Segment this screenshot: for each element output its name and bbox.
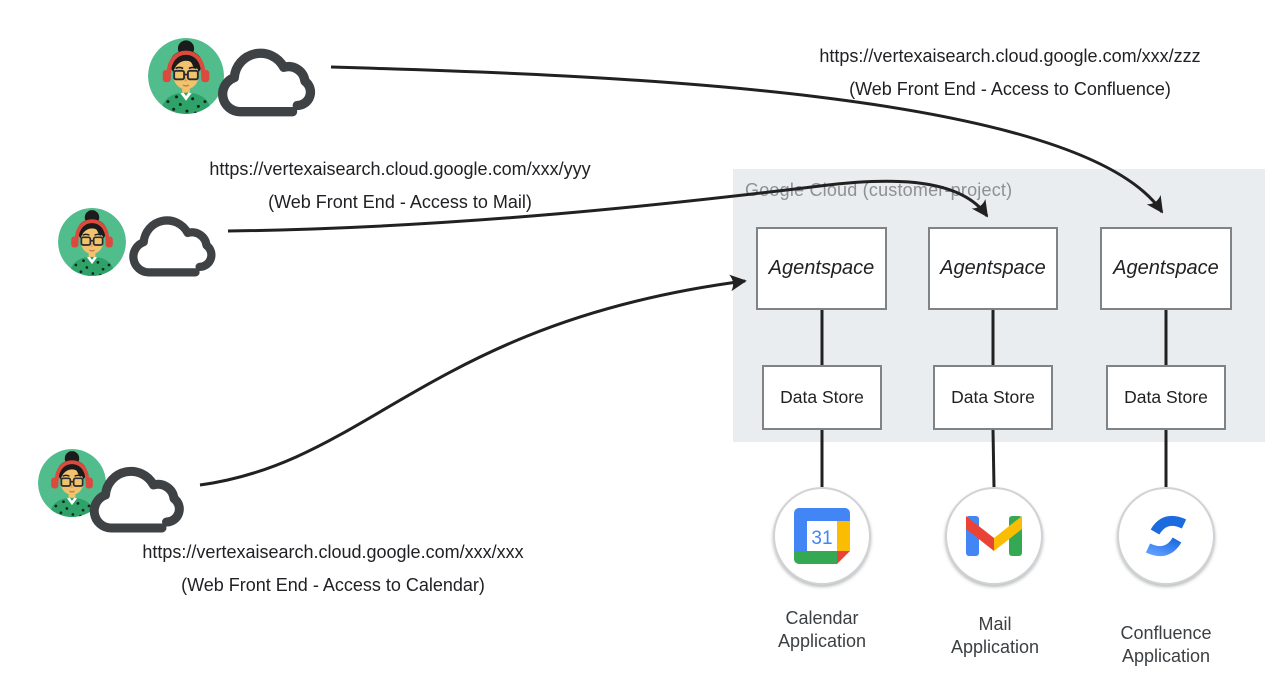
user-url: https://vertexaisearch.cloud.google.com/… bbox=[209, 159, 591, 179]
app-label-mail: Mail Application bbox=[950, 614, 1040, 657]
user-url: https://vertexaisearch.cloud.google.com/… bbox=[142, 542, 524, 562]
user-avatar-icon bbox=[58, 208, 126, 276]
user-description: (Web Front End - Access to Confluence) bbox=[849, 79, 1171, 99]
cloud-icon bbox=[218, 48, 316, 117]
user-description: (Web Front End - Access to Calendar) bbox=[181, 575, 485, 595]
datastore-node-calendar: Data Store bbox=[762, 365, 882, 430]
mail-app-circle bbox=[945, 487, 1043, 585]
app-label-calendar: Calendar Application bbox=[777, 608, 867, 651]
datastore-node-mail: Data Store bbox=[933, 365, 1053, 430]
agentspace-label: Agentspace bbox=[768, 257, 875, 279]
datastore-label: Data Store bbox=[1124, 387, 1208, 407]
cloud-icon bbox=[129, 216, 216, 277]
agentspace-label: Agentspace bbox=[940, 257, 1046, 279]
user-avatar-icon bbox=[38, 449, 106, 517]
arrow-user3-to-agentspace1 bbox=[199, 274, 747, 487]
confluence-icon bbox=[1145, 515, 1187, 557]
agentspace-node-calendar: Agentspace bbox=[756, 227, 887, 310]
user-access-text-confluence: https://vertexaisearch.cloud.google.com/… bbox=[770, 40, 1250, 106]
agentspace-label: Agentspace bbox=[1113, 257, 1219, 279]
datastore-label: Data Store bbox=[780, 387, 864, 407]
datastore-node-confluence: Data Store bbox=[1106, 365, 1226, 430]
agentspace-node-confluence: Agentspace bbox=[1100, 227, 1232, 310]
user-access-text-calendar: https://vertexaisearch.cloud.google.com/… bbox=[93, 536, 573, 602]
cloud-icon bbox=[89, 466, 184, 533]
user-access-text-mail: https://vertexaisearch.cloud.google.com/… bbox=[160, 153, 640, 219]
agentspace-node-mail: Agentspace bbox=[928, 227, 1058, 310]
google-cloud-panel-title: Google Cloud (customer-project) bbox=[745, 180, 1013, 200]
google-calendar-icon: 31 bbox=[794, 508, 850, 564]
confluence-app-circle bbox=[1117, 487, 1215, 585]
calendar-app-circle: 31 bbox=[773, 487, 871, 585]
user-description: (Web Front End - Access to Mail) bbox=[268, 192, 532, 212]
svg-text:31: 31 bbox=[811, 528, 832, 549]
app-label-confluence: Confluence Application bbox=[1120, 623, 1212, 666]
datastore-label: Data Store bbox=[951, 387, 1035, 407]
gmail-icon bbox=[966, 516, 1022, 556]
user-avatar-icon bbox=[148, 38, 224, 114]
user-url: https://vertexaisearch.cloud.google.com/… bbox=[819, 46, 1201, 66]
